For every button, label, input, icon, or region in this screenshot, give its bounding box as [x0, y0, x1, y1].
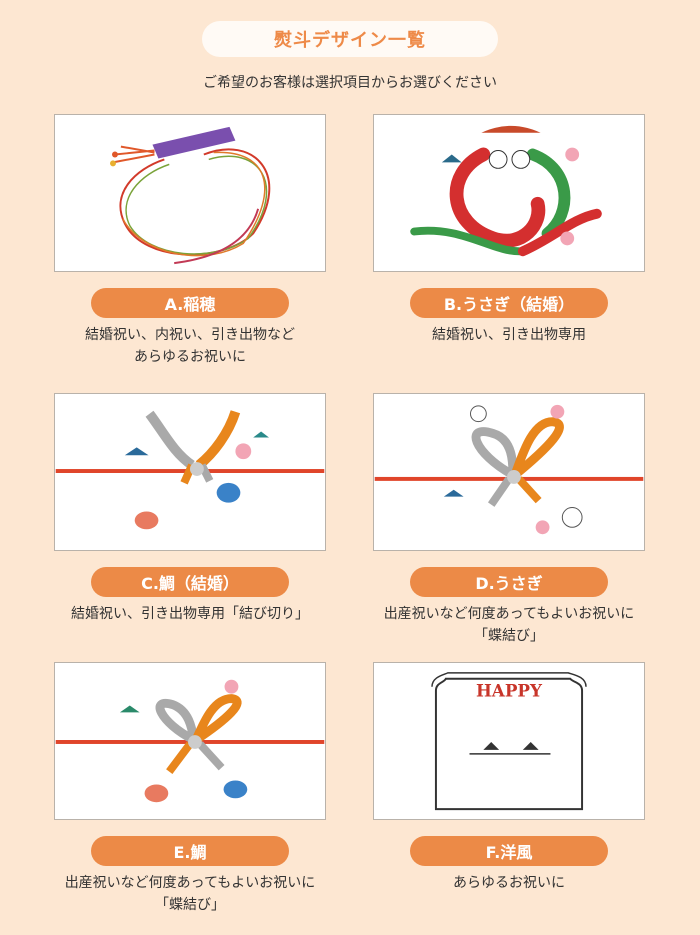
design-label: D.うさぎ	[410, 567, 608, 597]
page-title: 熨斗デザイン一覧	[202, 21, 498, 57]
design-description: 結婚祝い、内祝い、引き出物など あらゆるお祝いに	[85, 327, 295, 365]
design-label: B.うさぎ（結婚）	[410, 288, 608, 318]
design-card-f[interactable]: HAPPY F.洋風 あらゆるお祝いに	[373, 662, 645, 894]
design-card-a[interactable]: A.稲穂 結婚祝い、内祝い、引き出物など あらゆるお祝いに	[54, 114, 326, 368]
rabbit-couple-wreath-icon	[373, 114, 645, 272]
design-card-d[interactable]: D.うさぎ 出産祝いなど何度あってもよいお祝いに 「蝶結び」	[373, 393, 645, 647]
design-label: E.鯛	[91, 836, 289, 866]
sea-bream-knot-icon	[54, 393, 326, 551]
design-description: あらゆるお祝いに	[453, 875, 565, 891]
western-happy-frame-icon: HAPPY	[373, 662, 645, 820]
design-description: 結婚祝い、引き出物専用	[432, 327, 586, 343]
design-label: C.鯛（結婚）	[91, 567, 289, 597]
design-card-e[interactable]: E.鯛 出産祝いなど何度あってもよいお祝いに 「蝶結び」	[54, 662, 326, 916]
rabbit-bow-icon	[373, 393, 645, 551]
design-card-b[interactable]: B.うさぎ（結婚） 結婚祝い、引き出物専用	[373, 114, 645, 346]
design-label: F.洋風	[410, 836, 608, 866]
design-label: A.稲穂	[91, 288, 289, 318]
page-subtitle: ご希望のお客様は選択項目からお選びください	[203, 75, 497, 91]
design-description: 出産祝いなど何度あってもよいお祝いに 「蝶結び」	[383, 606, 635, 644]
design-description: 結婚祝い、引き出物専用「結び切り」	[71, 606, 309, 622]
design-description: 出産祝いなど何度あってもよいお祝いに 「蝶結び」	[64, 875, 316, 913]
happy-text: HAPPY	[476, 681, 543, 701]
rice-ear-wreath-icon	[54, 114, 326, 272]
design-card-c[interactable]: C.鯛（結婚） 結婚祝い、引き出物専用「結び切り」	[54, 393, 326, 625]
sea-bream-bow-icon	[54, 662, 326, 820]
